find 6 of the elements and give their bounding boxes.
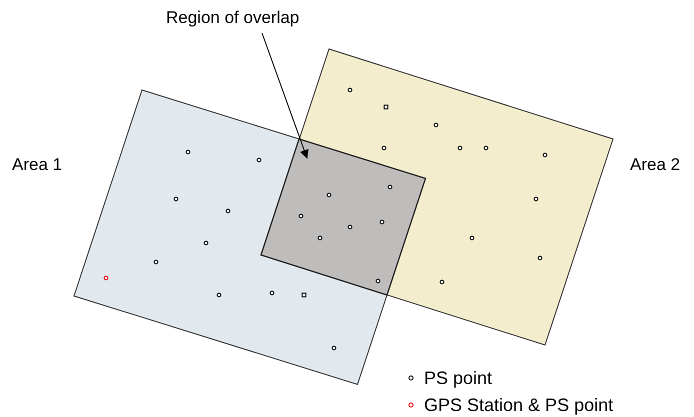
legend-label: GPS Station & PS point (424, 395, 614, 416)
legend-label: PS point (424, 368, 492, 389)
leader-arrow (262, 32, 308, 159)
area-label: Area 1 (12, 155, 62, 175)
callout-label: Region of overlap (166, 8, 300, 28)
area-label: Area 2 (630, 155, 680, 175)
